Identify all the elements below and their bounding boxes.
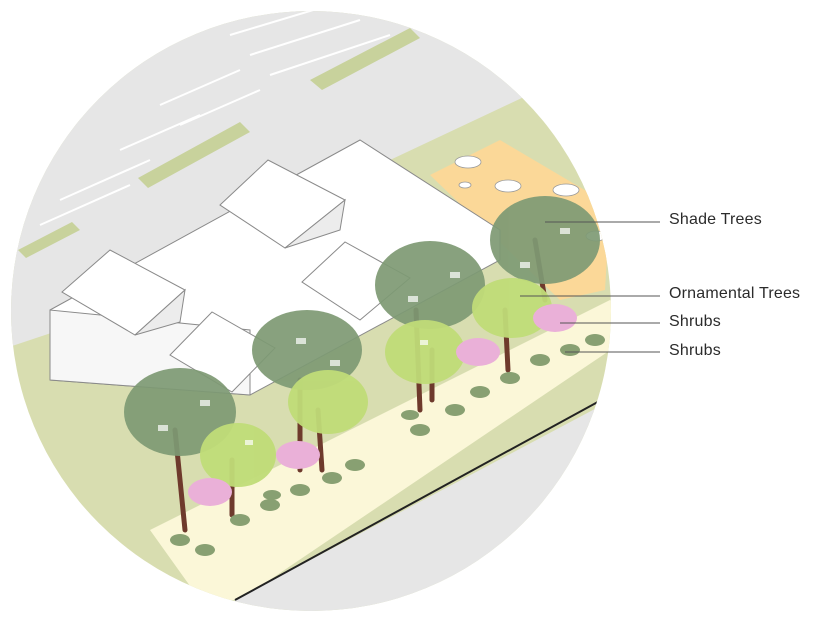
ornamental-tree	[472, 278, 552, 338]
flowering-shrub	[456, 338, 500, 366]
flowering-shrub	[533, 304, 577, 332]
flowering-shrub-group	[188, 304, 577, 506]
shrub-group	[170, 334, 605, 556]
parking-island	[310, 28, 420, 90]
label-shrubs-lower: Shrubs	[669, 342, 721, 359]
parking-island	[18, 222, 80, 258]
leader-lines	[520, 221, 660, 353]
curb-line	[234, 397, 606, 601]
ornamental-tree	[200, 423, 276, 487]
building	[49, 139, 501, 396]
flowering-shrub	[276, 441, 320, 469]
shade-tree	[252, 310, 362, 390]
shade-tree	[124, 368, 236, 456]
label-shrubs: Shrubs	[669, 313, 721, 330]
ornamental-tree-group	[200, 278, 552, 487]
road	[235, 385, 611, 611]
shade-tree	[375, 241, 485, 329]
parking-stripes	[39, 11, 391, 226]
ornamental-tree	[385, 320, 465, 384]
canopy-highlights	[158, 228, 570, 445]
label-shade-trees: Shade Trees	[669, 211, 762, 228]
shade-tree	[490, 196, 600, 284]
sidewalk-spur	[360, 408, 420, 455]
trees	[124, 196, 605, 556]
parking-island	[138, 122, 250, 188]
ornamental-tree	[288, 370, 368, 434]
label-ornamental-trees: Ornamental Trees	[669, 285, 801, 302]
flowering-shrub	[188, 478, 232, 506]
shade-tree-group	[124, 196, 600, 456]
